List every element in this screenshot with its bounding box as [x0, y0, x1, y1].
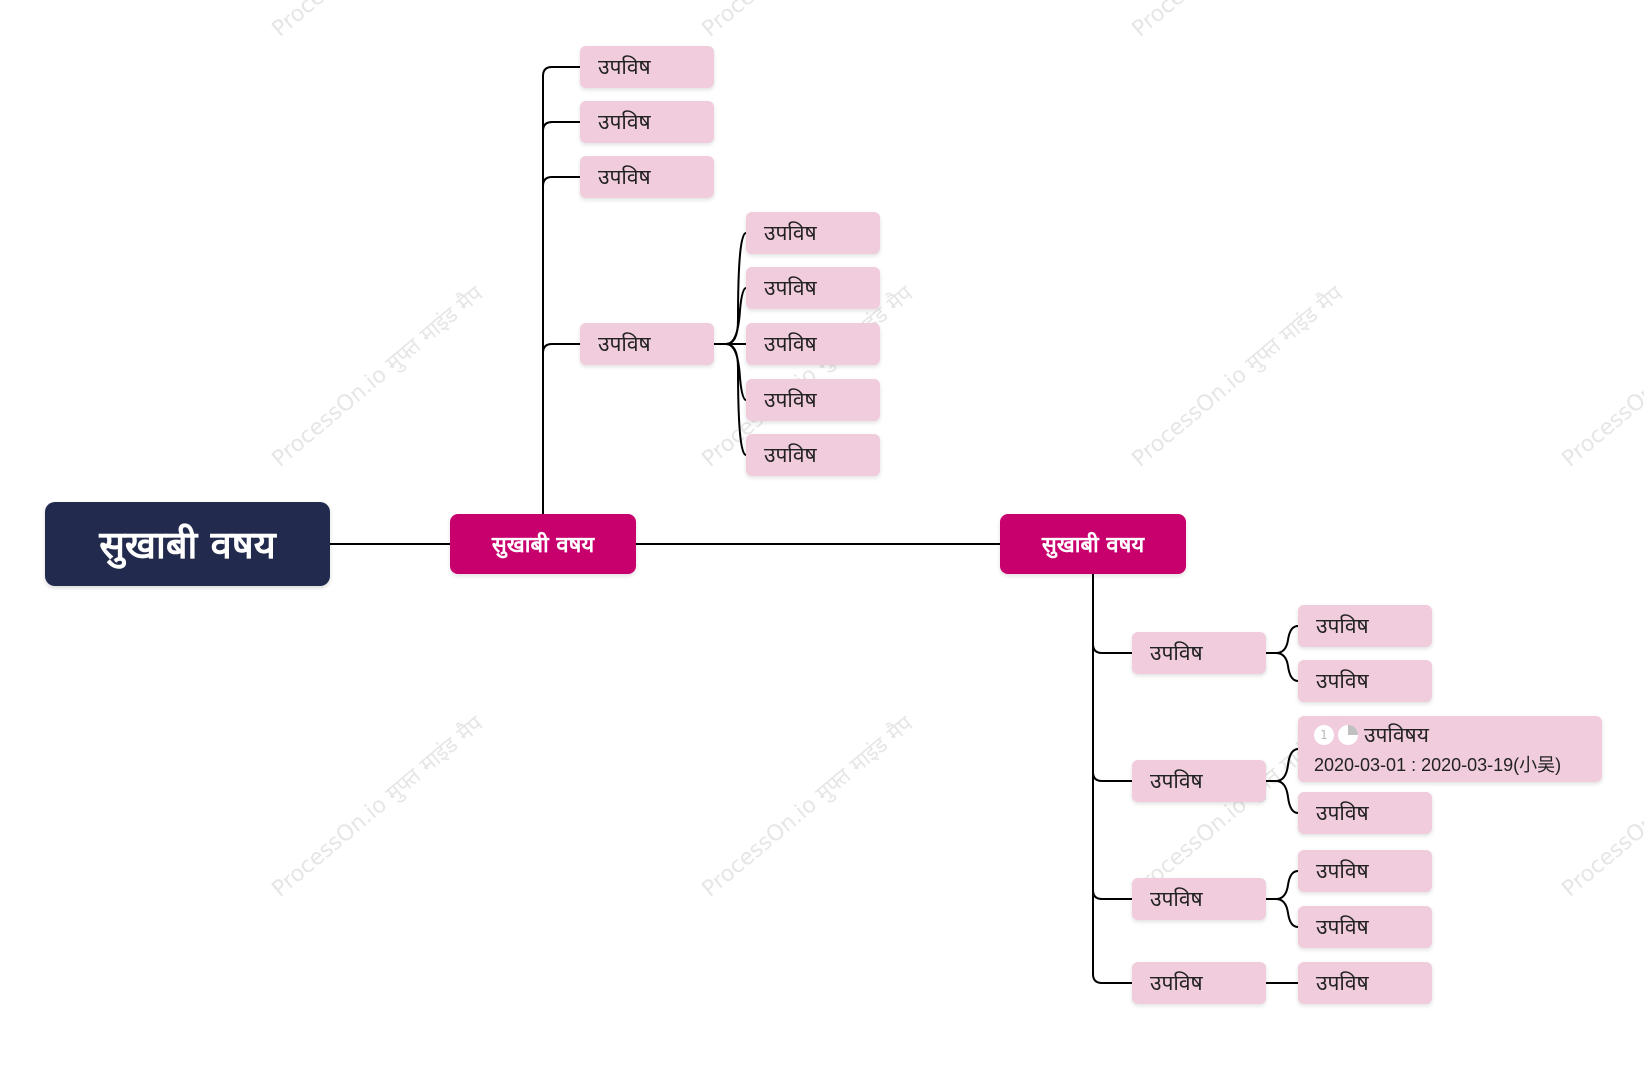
subtopic-2-2-2[interactable]: उपविष	[1298, 792, 1432, 834]
rich-topic-title-row: 1 उपविषय	[1314, 721, 1429, 749]
subtopic-2-3-1[interactable]: उपविष	[1298, 850, 1432, 892]
connector-lower-2	[1092, 771, 1132, 782]
connector-trunk-lower	[1092, 573, 1132, 984]
main-topic-2[interactable]: सुखाबी वषय	[1000, 514, 1186, 574]
subtopic-2-2-1[interactable]: 1 उपविषय 2020-03-01 : 2020-03-19(小吴)	[1298, 716, 1602, 782]
subtopic-2-1[interactable]: उपविष	[1132, 632, 1266, 674]
task-date-range: 2020-03-01 : 2020-03-19(小吴)	[1314, 755, 1562, 775]
main-topic-1[interactable]: सुखाबी वषय	[450, 514, 636, 574]
priority-1-icon: 1	[1314, 725, 1334, 745]
progress-quarter-icon	[1338, 725, 1358, 745]
central-topic[interactable]: सुखाबी वषय	[45, 502, 330, 586]
connector-upper-2	[542, 121, 580, 132]
rich-topic-label: उपविषय	[1364, 723, 1429, 747]
connector-upper-3	[542, 176, 580, 187]
connector-lower-1	[1092, 643, 1132, 654]
subtopic-1-4-1[interactable]: उपविष	[746, 212, 880, 254]
subtopic-1-4-4[interactable]: उपविष	[746, 379, 880, 421]
subtopic-2-4[interactable]: उपविष	[1132, 962, 1266, 1004]
connector-l1-b	[1275, 652, 1299, 682]
subtopic-1-4[interactable]: उपविष	[580, 323, 714, 365]
connector-lower-3	[1092, 889, 1132, 900]
connector-fan-5	[725, 343, 747, 456]
connector-trunk-upper	[542, 66, 580, 514]
subtopic-1-1[interactable]: उपविष	[580, 46, 714, 88]
subtopic-2-2[interactable]: उपविष	[1132, 760, 1266, 802]
connector-l2-b	[1275, 780, 1299, 814]
connector-l3-b	[1275, 898, 1299, 928]
subtopic-1-4-3[interactable]: उपविष	[746, 323, 880, 365]
subtopic-2-3-2[interactable]: उपविष	[1298, 906, 1432, 948]
subtopic-2-1-2[interactable]: उपविष	[1298, 660, 1432, 702]
subtopic-1-3[interactable]: उपविष	[580, 156, 714, 198]
connector-l2-a	[1266, 748, 1299, 782]
subtopic-1-4-2[interactable]: उपविष	[746, 267, 880, 309]
subtopic-1-2[interactable]: उपविष	[580, 101, 714, 143]
subtopic-1-4-5[interactable]: उपविष	[746, 434, 880, 476]
subtopic-2-1-1[interactable]: उपविष	[1298, 605, 1432, 647]
subtopic-2-4-1[interactable]: उपविष	[1298, 962, 1432, 1004]
subtopic-2-3[interactable]: उपविष	[1132, 878, 1266, 920]
connector-fan-2	[725, 287, 747, 345]
connector-upper-4	[542, 343, 580, 354]
